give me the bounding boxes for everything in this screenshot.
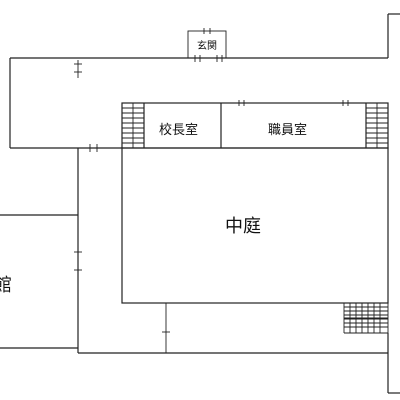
stairs-right (366, 103, 388, 148)
left-building-label: 館 (0, 275, 12, 296)
principal-office-label: 校長室 (159, 123, 199, 138)
entrance-label: 玄関 (197, 41, 217, 52)
courtyard-label: 中庭 (225, 216, 261, 237)
courtyard-area (121, 147, 389, 304)
stairs-left (122, 103, 144, 148)
staff-room-label: 職員室 (268, 123, 308, 138)
stairs-bottom-right (343, 303, 389, 334)
